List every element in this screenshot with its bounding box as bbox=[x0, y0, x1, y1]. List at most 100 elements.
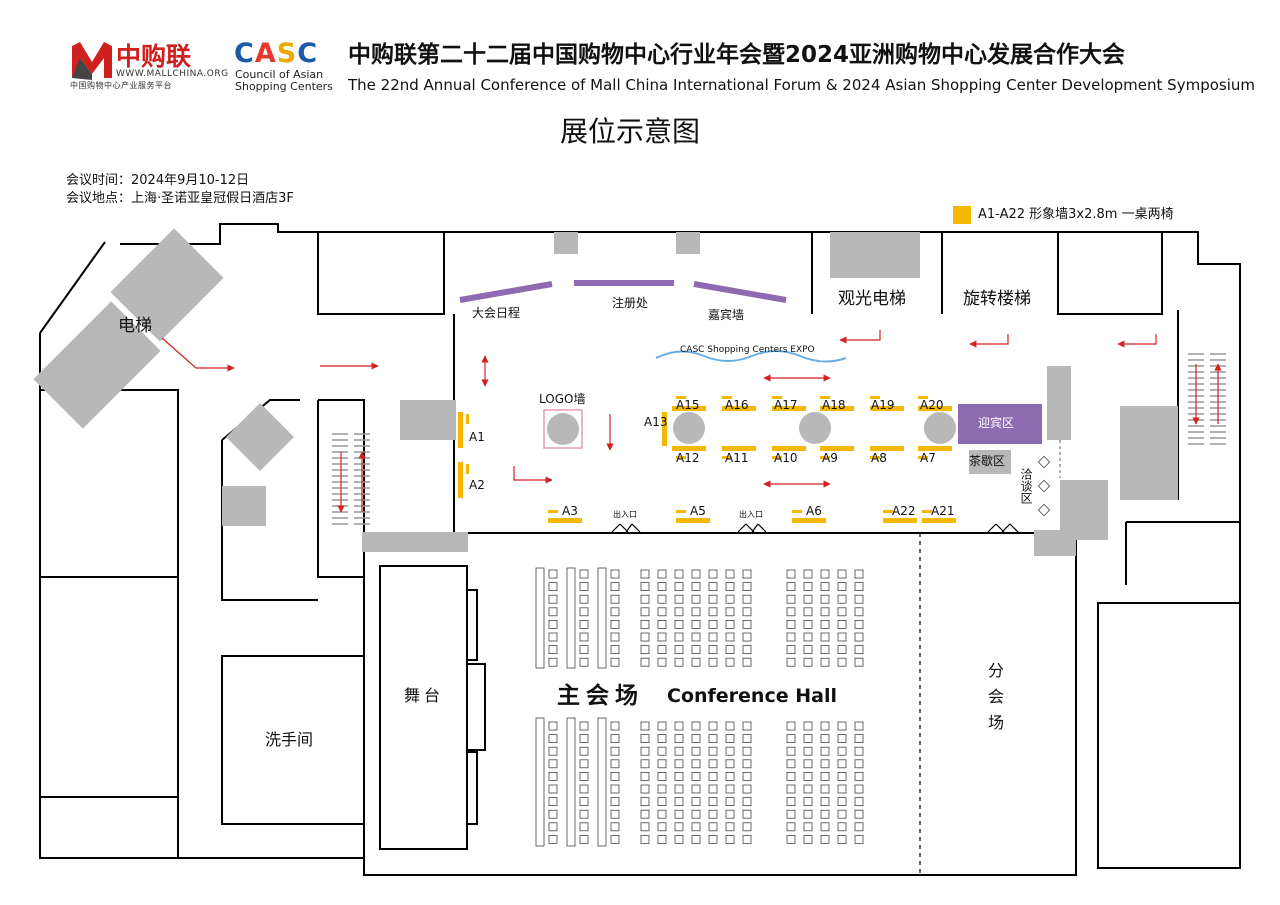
seat bbox=[657, 594, 667, 604]
seat bbox=[674, 632, 684, 642]
seat bbox=[610, 569, 620, 579]
seat bbox=[691, 746, 701, 756]
seat bbox=[548, 784, 558, 794]
seat bbox=[610, 607, 620, 617]
seat bbox=[742, 721, 752, 731]
seat bbox=[657, 809, 667, 819]
seat bbox=[837, 797, 847, 806]
booth-a17[interactable]: A17 bbox=[774, 398, 798, 412]
seat bbox=[742, 657, 752, 667]
booth-a8[interactable]: A8 bbox=[871, 451, 887, 465]
seat bbox=[725, 772, 735, 781]
booth-a18[interactable]: A18 bbox=[822, 398, 846, 412]
seat bbox=[708, 657, 718, 667]
booth-a21[interactable]: A21 bbox=[931, 504, 955, 518]
seat bbox=[674, 645, 684, 654]
seat bbox=[708, 784, 718, 794]
seat bbox=[657, 620, 667, 629]
seat bbox=[674, 594, 684, 604]
seat bbox=[725, 797, 735, 806]
seat bbox=[742, 645, 752, 654]
seat bbox=[674, 835, 684, 844]
booth-a22[interactable]: A22 bbox=[892, 504, 916, 518]
seat bbox=[610, 645, 620, 654]
seat bbox=[820, 569, 830, 579]
seat bbox=[708, 835, 718, 844]
seat bbox=[803, 607, 813, 617]
booth-a16[interactable]: A16 bbox=[725, 398, 749, 412]
booth-a2[interactable]: A2 bbox=[469, 478, 485, 492]
seat bbox=[725, 657, 735, 667]
seat bbox=[640, 734, 650, 743]
booth-a13[interactable]: A13 bbox=[644, 415, 668, 429]
seat bbox=[803, 620, 813, 629]
seat bbox=[708, 569, 718, 579]
seat bbox=[786, 632, 796, 642]
seat bbox=[657, 645, 667, 654]
seat bbox=[610, 746, 620, 756]
seat bbox=[610, 797, 620, 806]
seat bbox=[725, 594, 735, 604]
seat bbox=[725, 734, 735, 743]
seat bbox=[803, 784, 813, 794]
seat bbox=[691, 759, 701, 769]
seat bbox=[820, 797, 830, 806]
booth-a10[interactable]: A10 bbox=[774, 451, 798, 465]
seat bbox=[786, 607, 796, 617]
seat bbox=[691, 582, 701, 591]
booth-a5[interactable]: A5 bbox=[690, 504, 706, 518]
booth-a12[interactable]: A12 bbox=[676, 451, 700, 465]
seat bbox=[854, 746, 864, 756]
seat bbox=[786, 620, 796, 629]
seat bbox=[837, 759, 847, 769]
seat bbox=[708, 632, 718, 642]
booth-a6[interactable]: A6 bbox=[806, 504, 822, 518]
seat bbox=[640, 645, 650, 654]
seat bbox=[786, 759, 796, 769]
booth-a7[interactable]: A7 bbox=[920, 451, 936, 465]
seat bbox=[674, 759, 684, 769]
booth-a15[interactable]: A15 bbox=[676, 398, 700, 412]
seat bbox=[579, 746, 589, 756]
seat bbox=[820, 835, 830, 844]
seat bbox=[837, 632, 847, 642]
seat bbox=[803, 582, 813, 591]
casc-sub-1: Council of Asian bbox=[235, 68, 324, 81]
seat bbox=[579, 620, 589, 629]
seat bbox=[837, 734, 847, 743]
seat bbox=[657, 721, 667, 731]
seat bbox=[803, 594, 813, 604]
seat bbox=[657, 835, 667, 844]
seat bbox=[854, 797, 864, 806]
seat bbox=[820, 746, 830, 756]
seat bbox=[725, 645, 735, 654]
elevator-label: 电梯 bbox=[118, 316, 152, 336]
booth-a20[interactable]: A20 bbox=[920, 398, 944, 412]
seat bbox=[725, 835, 735, 844]
agenda-label: 大会日程 bbox=[472, 306, 521, 320]
seat bbox=[579, 582, 589, 591]
meeting-venue: 会议地点：上海·圣诺亚皇冠假日酒店3F bbox=[66, 191, 294, 206]
seat bbox=[610, 759, 620, 769]
seat bbox=[708, 607, 718, 617]
booth-a9[interactable]: A9 bbox=[822, 451, 838, 465]
seat bbox=[691, 835, 701, 844]
seat bbox=[657, 607, 667, 617]
seat bbox=[674, 607, 684, 617]
casc-logo-text: CASC bbox=[234, 38, 319, 69]
seat bbox=[820, 657, 830, 667]
booth-a3[interactable]: A3 bbox=[562, 504, 578, 518]
seat bbox=[854, 835, 864, 844]
seat bbox=[708, 734, 718, 743]
seat bbox=[786, 822, 796, 832]
guest-wall bbox=[693, 281, 787, 303]
booth-a19[interactable]: A19 bbox=[871, 398, 895, 412]
booth-a1[interactable]: A1 bbox=[469, 430, 485, 444]
seat bbox=[820, 784, 830, 794]
seat bbox=[548, 569, 558, 579]
booth-a11[interactable]: A11 bbox=[725, 451, 749, 465]
seat bbox=[579, 734, 589, 743]
mallchina-logo-text: 中购联 bbox=[116, 42, 192, 71]
seat bbox=[837, 620, 847, 629]
sightseeing-elevator-label: 观光电梯 bbox=[838, 289, 906, 309]
